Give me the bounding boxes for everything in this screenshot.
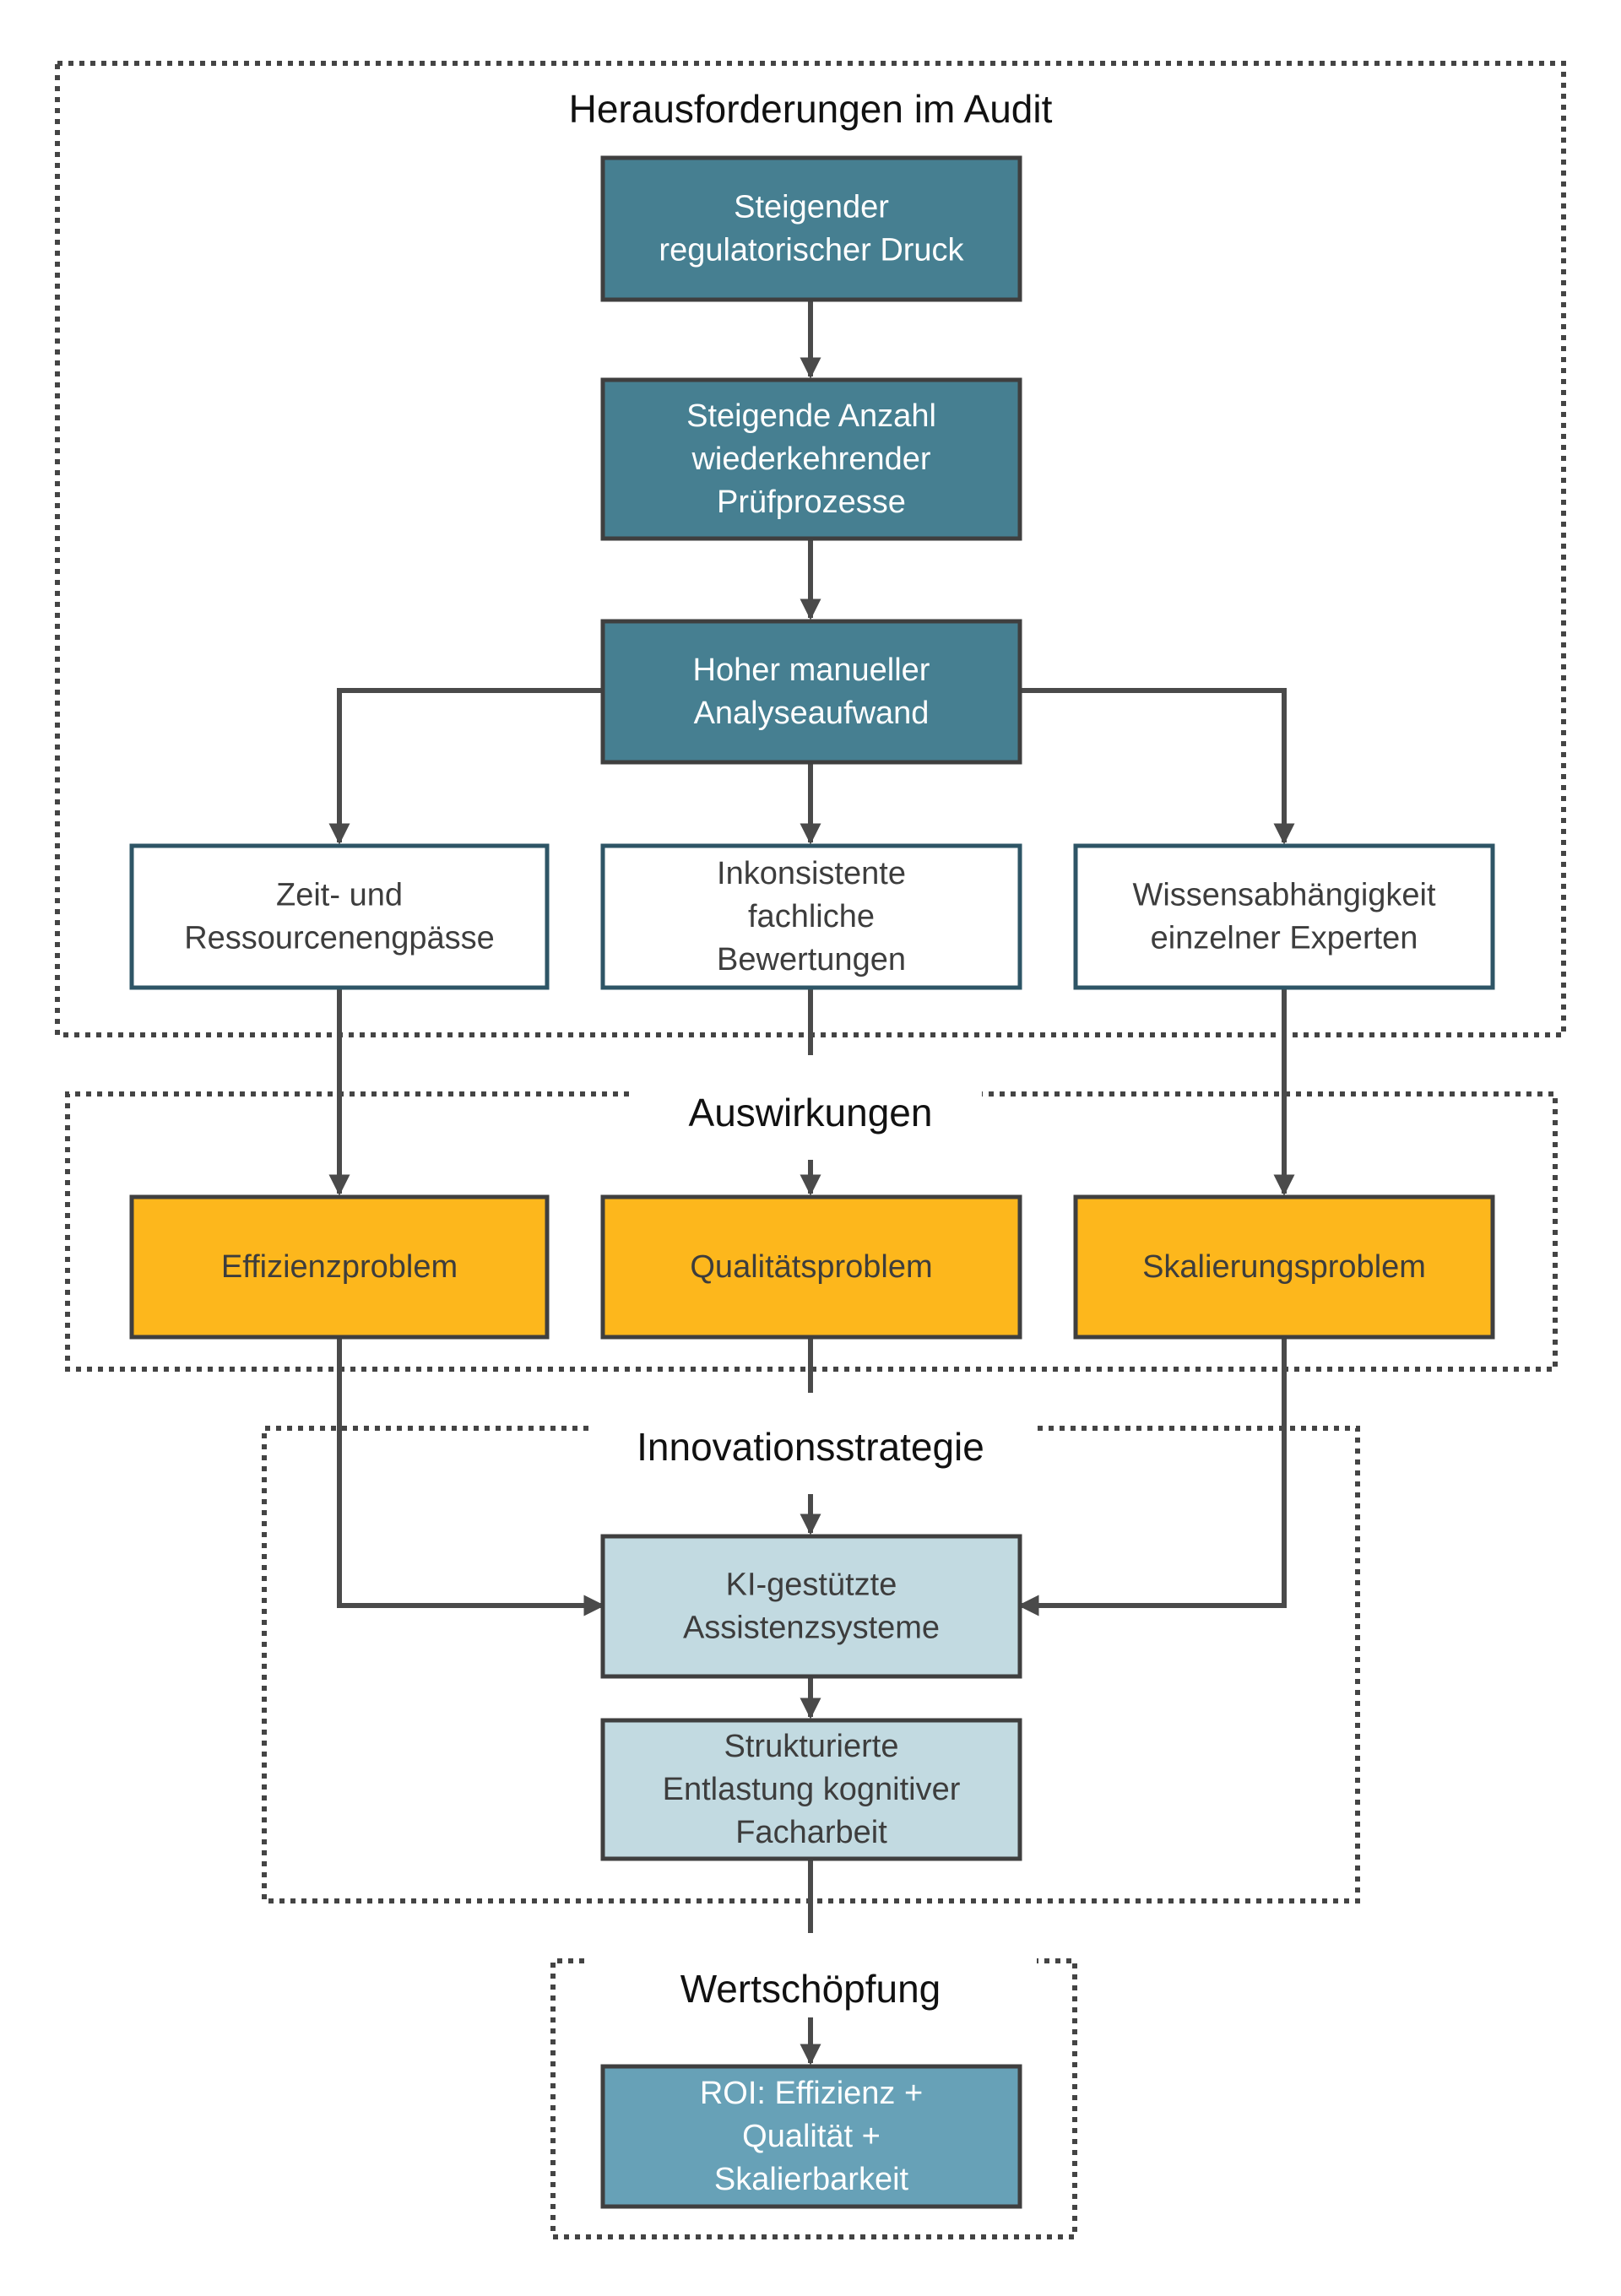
node-label-qualitaet-line-1: Qualitätsproblem [690, 1249, 932, 1285]
node-box-wissen [1073, 843, 1495, 990]
node-label-zeit-line-1: Zeit- und [276, 878, 403, 913]
node-label-aufwand-line-2: Analyseaufwand [694, 696, 930, 731]
group-title-auswirkungen: Auswirkungen [689, 1091, 933, 1134]
node-label-roi-line-2: Qualität + [742, 2119, 881, 2154]
node-box-druck [600, 155, 1022, 302]
group-herausforderungen: Herausforderungen im Audit [55, 61, 1566, 1037]
node-label-anzahl-line-1: Steigende Anzahl [686, 398, 936, 434]
node-label-druck-line-1: Steigender [734, 190, 889, 225]
node-box-zeit [129, 843, 550, 990]
node-label-inkonsistent-line-2: fachliche [748, 899, 875, 934]
node-box-qualitaet [600, 1194, 1022, 1340]
group-frame-wertschoepfung [550, 1958, 1077, 2239]
node-qualitaet: Qualitätsproblem [600, 1194, 1022, 1340]
node-label-inkonsistent-line-3: Bewertungen [717, 942, 906, 977]
node-label-wissen-line-1: Wissensabhängigkeit [1132, 878, 1436, 913]
node-label-ki-line-1: KI-gestützte [726, 1568, 897, 1603]
node-box-effizienz [129, 1194, 550, 1340]
node-label-inkonsistent-line-1: Inkonsistente [717, 856, 906, 891]
node-label-entlastung-line-3: Facharbeit [735, 1815, 887, 1850]
node-box-ki [600, 1534, 1022, 1679]
connectors [328, 300, 1295, 2066]
group-wertschoepfung: Wertschöpfung [550, 1958, 1077, 2239]
node-label-ki-line-2: Assistenzsysteme [683, 1611, 940, 1646]
node-anzahl: Steigende Anzahl wiederkehrenderPrüfproze… [600, 377, 1022, 541]
node-box-roi [600, 2064, 1022, 2209]
node-label-entlastung-line-1: Strukturierte [724, 1729, 899, 1764]
node-wissen: Wissensabhängigkeit einzelner Experten [1073, 843, 1495, 990]
group-title-wertschoepfung: Wertschöpfung [680, 1967, 941, 2011]
node-effizienz: Effizienzproblem [129, 1194, 550, 1340]
node-box-entlastung [600, 1718, 1022, 1861]
node-label-aufwand-line-1: Hoher manueller [693, 653, 930, 688]
node-label-anzahl-line-2: wiederkehrender [691, 441, 930, 477]
node-label-roi-line-3: Skalierbarkeit [714, 2162, 909, 2197]
node-box-skalierung [1073, 1194, 1495, 1340]
node-box-aufwand [600, 619, 1022, 765]
group-title-herausforderungen: Herausforderungen im Audit [569, 87, 1053, 131]
node-box-anzahl [600, 377, 1022, 541]
node-label-anzahl-line-3: Prüfprozesse [717, 485, 906, 520]
arrow-aufwand-to-wissen [1020, 688, 1295, 845]
arrow-skalierung-to-ki [1017, 1337, 1287, 1616]
node-label-roi-line-1: ROI: Effizienz + [700, 2076, 923, 2111]
arrow-effizienz-to-ki [337, 1337, 605, 1616]
node-label-entlastung-line-2: Entlastung kognitiver [663, 1772, 961, 1807]
node-skalierung: Skalierungsproblem [1073, 1194, 1495, 1340]
node-label-druck-line-2: regulatorischer Druck [659, 233, 964, 268]
node-label-skalierung-line-1: Skalierungsproblem [1142, 1249, 1426, 1285]
node-label-wissen-line-2: einzelner Experten [1151, 921, 1418, 956]
node-box-inkonsistent [600, 843, 1022, 990]
arrow-aufwand-to-zeit [328, 688, 603, 845]
node-roi: ROI: Effizienz + Qualität + Skalierbarkeit [600, 2064, 1022, 2209]
node-druck: Steigender regulatorischer Druck [600, 155, 1022, 302]
node-label-zeit-line-2: Ressourcenengpässe [184, 921, 495, 956]
group-title-innovation: Innovationsstrategie [637, 1425, 984, 1469]
node-label-effizienz-line-1: Effizienzproblem [221, 1249, 458, 1285]
